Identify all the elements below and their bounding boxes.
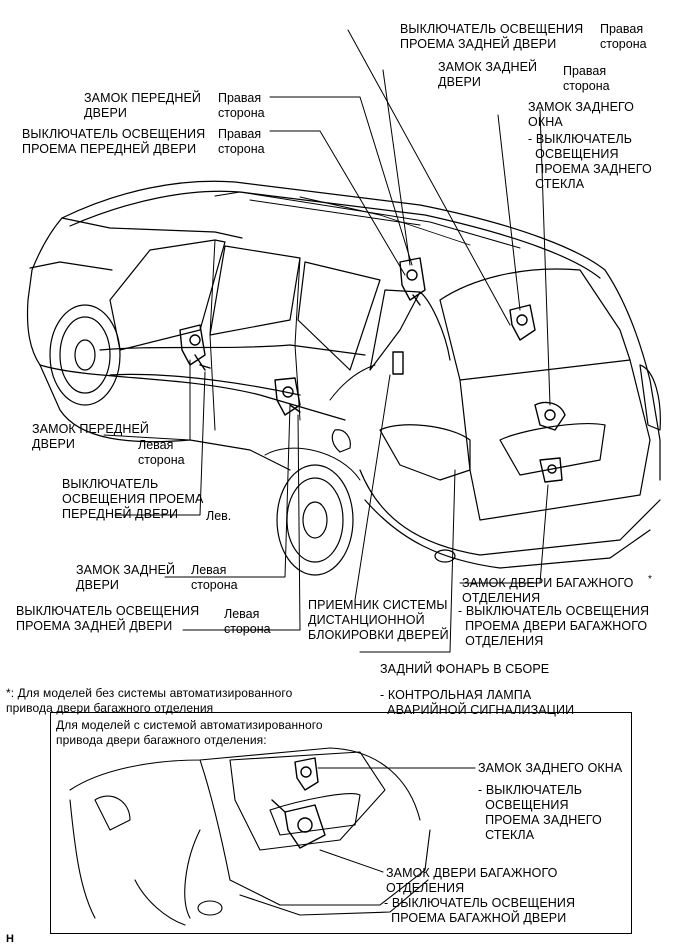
inset-label-rear-window-lock: ЗАМОК ЗАДНЕГО ОКНА xyxy=(478,761,623,775)
label-rear-door-switch-r: ВЫКЛЮЧАТЕЛЬ ОСВЕЩЕНИЯ ПРОЕМА ЗАДНЕЙ ДВЕР… xyxy=(400,22,584,51)
label-front-door-switch-l: ВЫКЛЮЧАТЕЛЬ ОСВЕЩЕНИЯ ПРОЕМА ПЕРЕДНЕЙ ДВ… xyxy=(62,477,204,521)
inset-label-back-door-lock: ЗАМОК ДВЕРИ БАГАЖНОГО ОТДЕЛЕНИЯ xyxy=(386,866,558,895)
label-back-door-lock: ЗАМОК ДВЕРИ БАГАЖНОГО ОТДЕЛЕНИЯ xyxy=(462,576,634,605)
inset-frame xyxy=(50,712,632,934)
rear-window-lock-icon xyxy=(509,304,536,341)
label-receiver: ПРИЕМНИК СИСТЕМЫ ДИСТАНЦИОННОЙ БЛОКИРОВК… xyxy=(308,598,449,642)
label-front-door-switch-r-side: Правая сторона xyxy=(218,127,265,156)
label-rear-door-switch-l: ВЫКЛЮЧАТЕЛЬ ОСВЕЩЕНИЯ ПРОЕМА ЗАДНЕЙ ДВЕР… xyxy=(16,604,200,633)
label-back-door-lock-mark: * xyxy=(648,574,652,585)
label-rear-door-lock-r-side: Правая сторона xyxy=(563,64,610,93)
label-rear-window-switch: - ВЫКЛЮЧАТЕЛЬ ОСВЕЩЕНИЯ ПРОЕМА ЗАДНЕГО С… xyxy=(528,132,652,191)
rear-door-lock-l-icon xyxy=(399,257,426,306)
vehicle-body-outline xyxy=(26,180,661,576)
inset-title: Для моделей с системой автоматизированно… xyxy=(56,718,323,747)
label-rear-lamp: ЗАДНИЙ ФОНАРЬ В СБОРЕ xyxy=(380,662,550,676)
label-rear-door-lock-l-side: Левая сторона xyxy=(191,563,238,592)
label-front-door-switch-l-side: Лев. xyxy=(206,509,232,523)
label-rear-window-lock: ЗАМОК ЗАДНЕГО ОКНА xyxy=(528,100,634,129)
inset-vehicle-outline xyxy=(69,747,431,926)
back-door-lock-icon xyxy=(534,401,566,483)
inset-label-back-door-switch: - ВЫКЛЮЧАТЕЛЬ ОСВЕЩЕНИЯ ПРОЕМА БАГАЖНОЙ … xyxy=(384,896,576,925)
rear-door-lock-r-icon xyxy=(274,377,301,416)
receiver-icon xyxy=(392,351,404,375)
label-front-door-lock-r-side: Правая сторона xyxy=(218,91,265,120)
label-rear-lamp-sub: - КОНТРОЛЬНАЯ ЛАМПА АВАРИЙНОЙ СИГНАЛИЗАЦ… xyxy=(380,688,575,717)
footnote: *: Для моделей без системы автоматизиров… xyxy=(6,686,293,715)
inset-back-door-lock-icon xyxy=(271,799,326,849)
inset-rear-window-lock-icon xyxy=(294,757,319,791)
label-front-door-lock-l-side: Левая сторона xyxy=(138,438,185,467)
leader-lines xyxy=(103,29,551,653)
label-front-door-lock-r: ЗАМОК ПЕРЕДНЕЙ ДВЕРИ xyxy=(84,91,201,120)
inset-label-rear-window-switch: - ВЫКЛЮЧАТЕЛЬ ОСВЕЩЕНИЯ ПРОЕМА ЗАДНЕГО С… xyxy=(478,783,602,842)
label-rear-door-lock-r: ЗАМОК ЗАДНЕЙ ДВЕРИ xyxy=(438,60,538,89)
front-door-lock-r-icon xyxy=(179,324,211,371)
label-rear-door-switch-r-side: Правая сторона xyxy=(600,22,647,51)
label-rear-door-switch-l-side: Левая сторона xyxy=(224,607,271,636)
label-front-door-switch-r: ВЫКЛЮЧАТЕЛЬ ОСВЕЩЕНИЯ ПРОЕМА ПЕРЕДНЕЙ ДВ… xyxy=(22,127,206,156)
label-rear-door-lock-l: ЗАМОК ЗАДНЕЙ ДВЕРИ xyxy=(76,563,176,592)
label-back-door-switch: - ВЫКЛЮЧАТЕЛЬ ОСВЕЩЕНИЯ ПРОЕМА ДВЕРИ БАГ… xyxy=(458,604,650,648)
inset-leader-lines xyxy=(317,767,476,873)
label-front-door-lock-l: ЗАМОК ПЕРЕДНЕЙ ДВЕРИ xyxy=(32,422,149,451)
corner-mark: H xyxy=(6,933,15,945)
